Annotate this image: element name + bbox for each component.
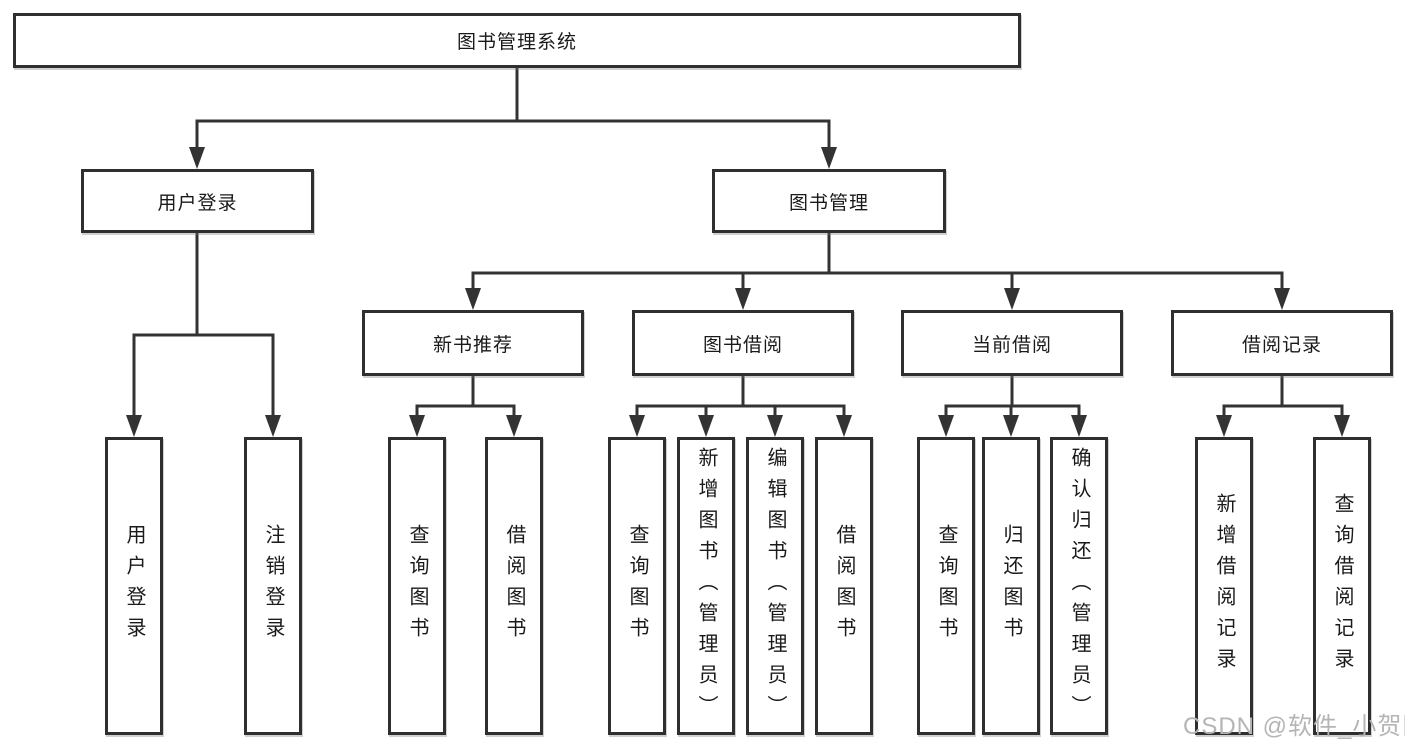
leaf-add-books-admin: 新增图书（管理员）	[677, 437, 735, 735]
node-current-borrowing: 当前借阅	[901, 310, 1123, 376]
node-book-borrowing: 图书借阅	[632, 310, 854, 376]
leaf-query-books-borrow: 查询图书	[608, 437, 666, 735]
node-label: 图书管理系统	[456, 32, 577, 53]
leaf-label: 查询图书	[406, 524, 428, 648]
leaf-label: 用户登录	[123, 524, 145, 648]
leaf-label: 注销登录	[262, 524, 284, 648]
leaf-user-login: 用户登录	[105, 437, 163, 735]
node-library-management-system: 图书管理系统	[13, 13, 1021, 68]
node-label: 借阅记录	[1241, 334, 1322, 356]
leaf-query-books-recommend: 查询图书	[388, 437, 446, 735]
leaf-logout: 注销登录	[244, 437, 302, 735]
csdn-watermark: CSDN @软件_小贺同学	[1183, 713, 1405, 740]
node-label: 用户登录	[157, 192, 238, 214]
leaf-add-borrow-record: 新增借阅记录	[1195, 437, 1253, 735]
leaf-edit-books-admin: 编辑图书（管理员）	[746, 437, 804, 735]
leaf-label: 编辑图书（管理员）	[764, 446, 786, 726]
node-label: 图书借阅	[702, 334, 783, 356]
leaf-borrow-books: 借阅图书	[815, 437, 873, 735]
node-label: 图书管理	[788, 192, 869, 214]
leaf-label: 查询图书	[935, 524, 957, 648]
leaf-query-books-current: 查询图书	[917, 437, 975, 735]
node-label: 新书推荐	[432, 334, 513, 356]
leaf-label: 查询图书	[626, 524, 648, 648]
leaf-confirm-return-admin: 确认归还（管理员）	[1050, 437, 1108, 735]
node-label: 当前借阅	[971, 334, 1052, 356]
leaf-return-books: 归还图书	[982, 437, 1040, 735]
leaf-label: 归还图书	[1000, 524, 1022, 648]
leaf-label: 借阅图书	[503, 524, 525, 648]
node-borrowing-records: 借阅记录	[1171, 310, 1393, 376]
node-new-book-recommendation: 新书推荐	[362, 310, 584, 376]
leaf-label: 确认归还（管理员）	[1068, 446, 1090, 726]
node-user-login: 用户登录	[81, 169, 314, 233]
leaf-label: 借阅图书	[833, 524, 855, 648]
leaf-label: 新增借阅记录	[1213, 493, 1235, 679]
leaf-label: 新增图书（管理员）	[695, 446, 717, 726]
leaf-borrow-books-recommend: 借阅图书	[485, 437, 543, 735]
leaf-label: 查询借阅记录	[1331, 493, 1353, 679]
node-book-management: 图书管理	[712, 169, 946, 233]
leaf-query-borrow-record: 查询借阅记录	[1313, 437, 1371, 735]
